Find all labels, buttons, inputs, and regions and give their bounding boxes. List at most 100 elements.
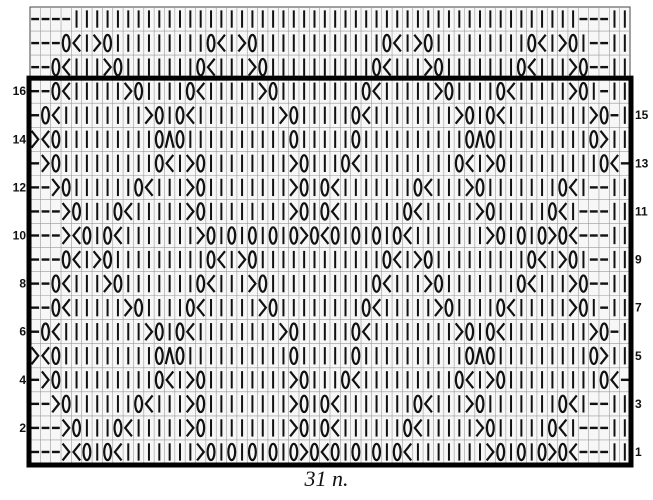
k2tog-symbol (216, 33, 226, 53)
k2tog-symbol (392, 250, 402, 269)
k2tog-symbol (196, 298, 206, 317)
ssk-symbol (92, 33, 102, 53)
yarn-over-symbol (589, 130, 599, 149)
yarn-over-symbol (289, 226, 299, 245)
ssk-symbol (185, 202, 195, 221)
yarn-over-symbol (134, 394, 144, 414)
ssk-symbol (144, 322, 154, 341)
ssk-symbol (465, 394, 475, 413)
yarn-over-symbol (413, 178, 423, 197)
yarn-over-symbol (599, 370, 609, 390)
ssk-symbol (475, 202, 485, 221)
yarn-over-symbol (196, 370, 206, 390)
k2tog-symbol (392, 33, 402, 53)
yarn-over-symbol (51, 274, 61, 293)
ssk-symbol (258, 298, 268, 317)
yarn-over-symbol (413, 394, 423, 414)
ssk-symbol (568, 298, 578, 317)
yarn-over-symbol (351, 322, 361, 341)
yarn-over-symbol (485, 130, 495, 149)
yarn-over-symbol (485, 105, 495, 125)
k2tog-symbol (527, 58, 537, 77)
k2tog-symbol (41, 346, 50, 365)
ssk-symbol (41, 154, 51, 173)
k2tog-symbol (206, 274, 216, 293)
yarn-over-symbol (51, 298, 61, 317)
yarn-over-symbol (206, 226, 216, 245)
yarn-over-symbol (496, 226, 506, 245)
yarn-over-symbol (175, 322, 185, 341)
yarn-over-symbol (578, 81, 588, 101)
yarn-over-symbol (299, 418, 309, 438)
yarn-over-symbol (527, 250, 537, 269)
yarn-over-symbol (320, 418, 330, 438)
row-number-right: 5 (635, 349, 642, 363)
ssk-symbol (289, 418, 299, 438)
ssk-symbol (247, 58, 257, 77)
k2tog-symbol (372, 82, 382, 101)
k2tog-symbol (320, 442, 330, 462)
yarn-over-symbol (299, 370, 309, 390)
ssk-symbol (278, 322, 288, 341)
k2tog-symbol (72, 250, 82, 269)
yarn-over-symbol (527, 33, 537, 53)
yarn-over-symbol (516, 226, 526, 245)
k2tog-symbol (568, 226, 578, 245)
row-number-right: 3 (635, 397, 642, 411)
ssk-symbol (196, 442, 206, 462)
yarn-over-symbol (41, 322, 51, 341)
yarn-over-symbol (496, 370, 506, 390)
k2tog-symbol (496, 322, 506, 341)
yarn-over-symbol (589, 346, 599, 366)
yarn-over-symbol (578, 298, 588, 317)
yarn-over-symbol (113, 202, 123, 221)
ssk-symbol (61, 418, 71, 438)
yarn-over-symbol (351, 346, 361, 366)
yarn-over-symbol (372, 274, 382, 293)
yarn-over-symbol (516, 442, 526, 462)
ssk-symbol (289, 394, 299, 413)
k2tog-symbol (41, 130, 50, 149)
yarn-over-symbol (341, 154, 351, 173)
yarn-over-symbol (392, 226, 402, 245)
ssk-symbol (237, 33, 247, 53)
yarn-over-symbol (361, 81, 371, 101)
k2tog-symbol (351, 370, 361, 389)
row-number-right: 11 (635, 204, 648, 218)
yarn-over-symbol (51, 154, 61, 173)
ssk-symbol (61, 202, 71, 221)
ssk-symbol (185, 394, 195, 413)
yarn-over-symbol (444, 298, 454, 317)
k2tog-symbol (465, 370, 475, 389)
ssk-symbol (185, 418, 195, 438)
yarn-over-symbol (247, 250, 257, 269)
k2tog-symbol (185, 322, 195, 341)
k2tog-symbol (216, 250, 226, 269)
yarn-over-symbol (454, 370, 464, 390)
k2tog-symbol (372, 298, 382, 317)
ssk-symbol (247, 274, 257, 293)
yarn-over-symbol (134, 298, 144, 317)
k2tog-symbol (113, 226, 123, 245)
ssk-symbol (423, 274, 433, 293)
ssk-symbol (299, 226, 309, 245)
row-number-left: 8 (19, 277, 26, 291)
yarn-over-symbol (309, 442, 319, 462)
double-decrease-symbol (164, 347, 175, 365)
ssk-symbol (558, 33, 568, 53)
k2tog-symbol (568, 394, 578, 413)
k2tog-symbol (165, 154, 175, 173)
k2tog-symbol (382, 274, 392, 293)
yarn-over-symbol (206, 442, 216, 462)
row-number-left: 14 (13, 132, 27, 146)
yarn-over-symbol (61, 250, 71, 269)
ssk-symbol (289, 202, 299, 221)
k2tog-symbol (330, 394, 340, 413)
k2tog-symbol (351, 154, 361, 173)
yarn-over-symbol (423, 250, 433, 269)
yarn-over-symbol (465, 322, 475, 341)
ssk-symbol (485, 154, 495, 173)
k2tog-symbol (558, 418, 568, 438)
row-number-right: 15 (635, 108, 649, 122)
